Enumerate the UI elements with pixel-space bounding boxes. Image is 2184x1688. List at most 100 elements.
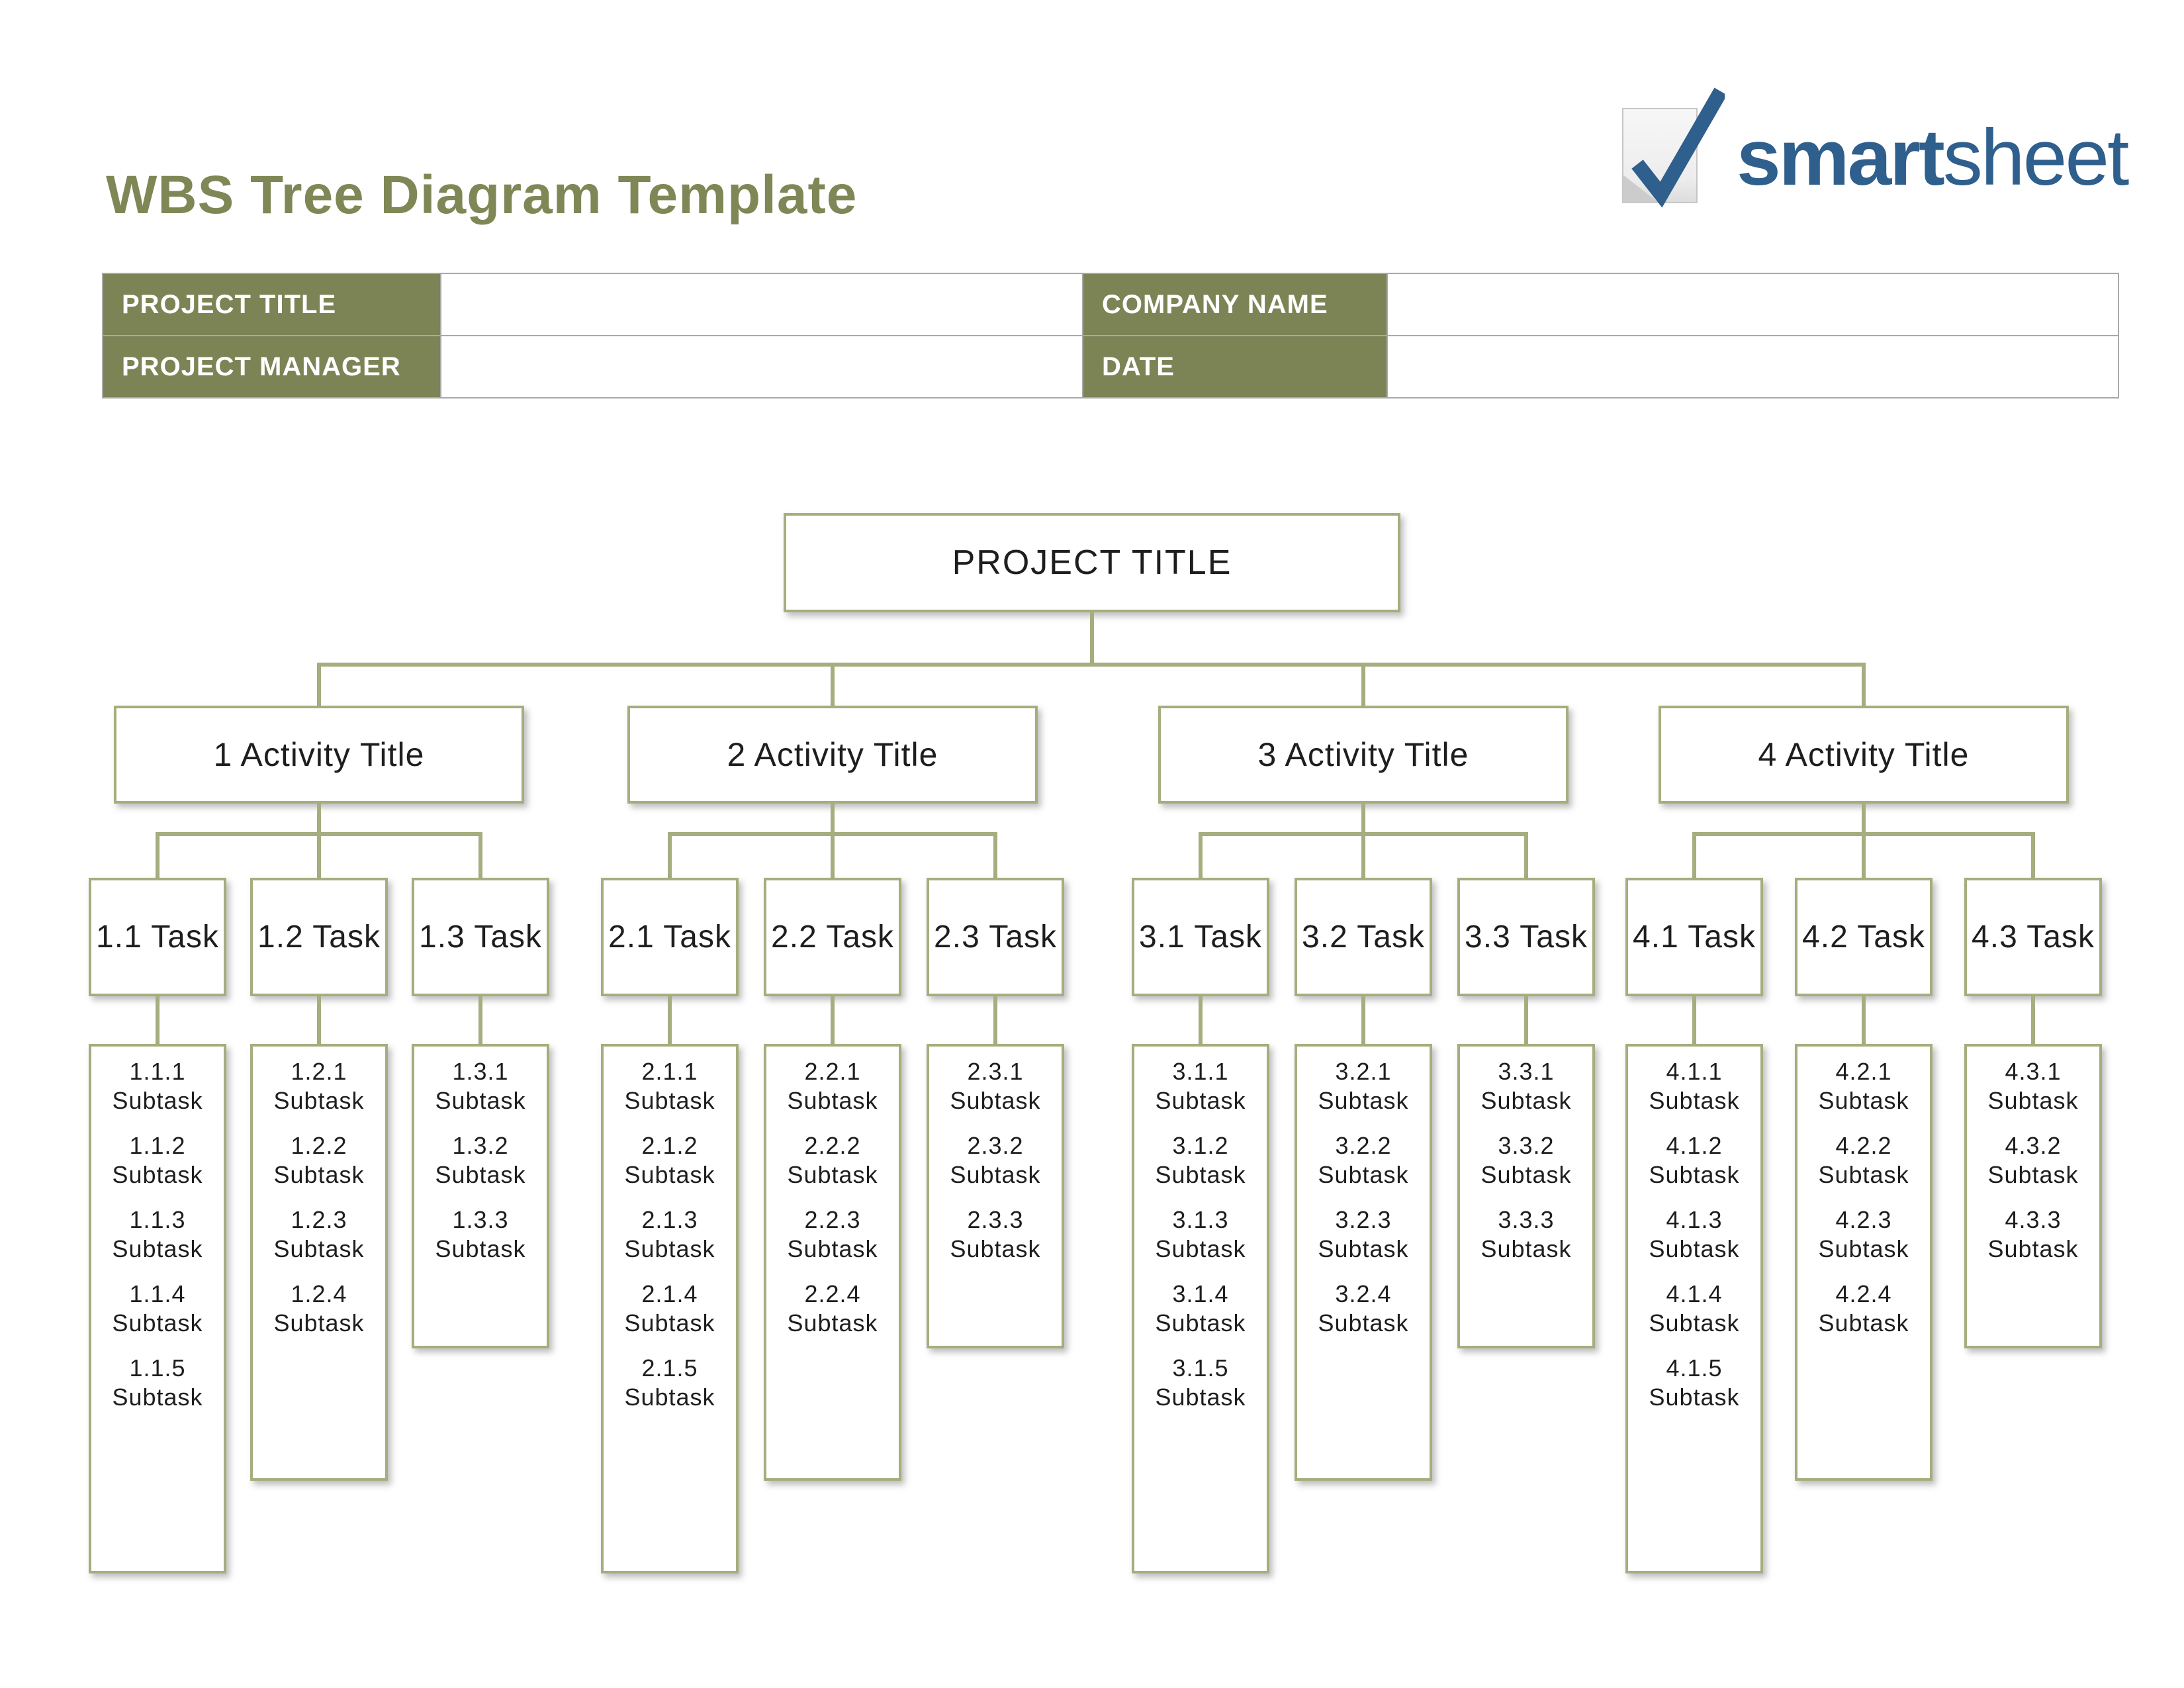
subtask-word: Subtask bbox=[1155, 1161, 1246, 1188]
subtask-word: Subtask bbox=[1818, 1309, 1909, 1336]
subtask-number: 2.3.3 bbox=[967, 1206, 1024, 1233]
company-name-value-cell[interactable] bbox=[1387, 273, 2119, 336]
subtask-number: 1.3.1 bbox=[452, 1058, 509, 1085]
task-box-label: 1.2 Task bbox=[257, 919, 381, 955]
subtask-number: 3.3.3 bbox=[1498, 1206, 1555, 1233]
subtask-number: 4.2.3 bbox=[1835, 1206, 1892, 1233]
task-box: 4.3 Task bbox=[1964, 878, 2102, 996]
task-box-label: 1.3 Task bbox=[419, 919, 542, 955]
task-box: 1.1 Task bbox=[89, 878, 226, 996]
activity-box-label: 1 Activity Title bbox=[213, 736, 425, 773]
subtask-word: Subtask bbox=[1480, 1235, 1572, 1262]
date-value-cell[interactable] bbox=[1387, 335, 2119, 399]
task-box: 1.2 Task bbox=[250, 878, 388, 996]
subtask-number: 4.2.1 bbox=[1835, 1058, 1892, 1085]
subtask-word: Subtask bbox=[1649, 1161, 1740, 1188]
subtask-word: Subtask bbox=[787, 1161, 878, 1188]
tree-connector-line bbox=[317, 836, 321, 878]
subtask-word: Subtask bbox=[624, 1383, 715, 1411]
subtask-word: Subtask bbox=[273, 1235, 365, 1262]
subtask-word: Subtask bbox=[624, 1309, 715, 1336]
subtask-number: 4.3.1 bbox=[2005, 1058, 2062, 1085]
project-title-label: PROJECT TITLE bbox=[102, 273, 441, 336]
tree-connector-line bbox=[1692, 832, 2035, 836]
subtask-word: Subtask bbox=[1987, 1235, 2079, 1262]
subtask-word: Subtask bbox=[1480, 1087, 1572, 1114]
task-box: 3.3 Task bbox=[1457, 878, 1595, 996]
task-box: 4.1 Task bbox=[1625, 878, 1763, 996]
subtask-number: 3.3.1 bbox=[1498, 1058, 1555, 1085]
table-row: PROJECT TITLE COMPANY NAME bbox=[102, 273, 2119, 336]
subtask-word: Subtask bbox=[435, 1087, 526, 1114]
subtask-number: 4.3.3 bbox=[2005, 1206, 2062, 1233]
subtask-word: Subtask bbox=[112, 1161, 203, 1188]
subtask-number: 1.1.5 bbox=[129, 1354, 186, 1382]
tree-connector-line bbox=[1692, 836, 1696, 878]
subtask-number: 1.2.3 bbox=[291, 1206, 347, 1233]
tree-connector-line bbox=[668, 836, 672, 878]
subtask-number: 3.3.2 bbox=[1498, 1132, 1555, 1159]
subtask-number: 2.1.5 bbox=[641, 1354, 698, 1382]
tree-connector-line bbox=[1862, 996, 1866, 1044]
subtask-number: 4.2.4 bbox=[1835, 1280, 1892, 1307]
task-box-label: 4.3 Task bbox=[1972, 919, 2095, 955]
subtask-number: 3.2.4 bbox=[1335, 1280, 1392, 1307]
wbs-root-box-label: PROJECT TITLE bbox=[952, 543, 1232, 582]
subtask-number: 3.1.2 bbox=[1172, 1132, 1229, 1159]
tree-connector-line bbox=[2031, 996, 2035, 1044]
task-box: 4.2 Task bbox=[1795, 878, 1933, 996]
activity-box-label: 2 Activity Title bbox=[727, 736, 938, 773]
tree-connector-line bbox=[831, 804, 835, 836]
tree-connector-line bbox=[478, 996, 482, 1044]
tree-connector-line bbox=[831, 667, 835, 706]
subtask-number: 4.2.2 bbox=[1835, 1132, 1892, 1159]
project-info-table: PROJECT TITLE COMPANY NAME PROJECT MANAG… bbox=[102, 273, 2119, 399]
subtask-number: 2.2.4 bbox=[804, 1280, 861, 1307]
tree-connector-line bbox=[1361, 804, 1365, 836]
tree-connector-line bbox=[156, 836, 159, 878]
subtask-word: Subtask bbox=[435, 1235, 526, 1262]
subtask-number: 2.1.4 bbox=[641, 1280, 698, 1307]
subtask-word: Subtask bbox=[787, 1309, 878, 1336]
subtask-number: 2.3.2 bbox=[967, 1132, 1024, 1159]
page-title: WBS Tree Diagram Template bbox=[106, 165, 858, 225]
task-box-label: 2.3 Task bbox=[934, 919, 1057, 955]
tree-connector-line bbox=[1361, 996, 1365, 1044]
tree-connector-line bbox=[1862, 836, 1866, 878]
task-box: 2.2 Task bbox=[764, 878, 901, 996]
project-manager-value-cell[interactable] bbox=[440, 335, 1083, 399]
checkmark-icon bbox=[1631, 87, 1725, 208]
task-box-label: 1.1 Task bbox=[96, 919, 219, 955]
tree-connector-line bbox=[1862, 804, 1866, 836]
subtask-number: 2.2.1 bbox=[804, 1058, 861, 1085]
subtask-number: 3.2.1 bbox=[1335, 1058, 1392, 1085]
subtask-word: Subtask bbox=[1649, 1235, 1740, 1262]
subtask-word: Subtask bbox=[1818, 1161, 1909, 1188]
subtask-number: 1.2.2 bbox=[291, 1132, 347, 1159]
tree-connector-line bbox=[478, 836, 482, 878]
project-title-value-cell[interactable] bbox=[440, 273, 1083, 336]
tree-connector-line bbox=[1199, 832, 1528, 836]
subtask-word: Subtask bbox=[273, 1087, 365, 1114]
